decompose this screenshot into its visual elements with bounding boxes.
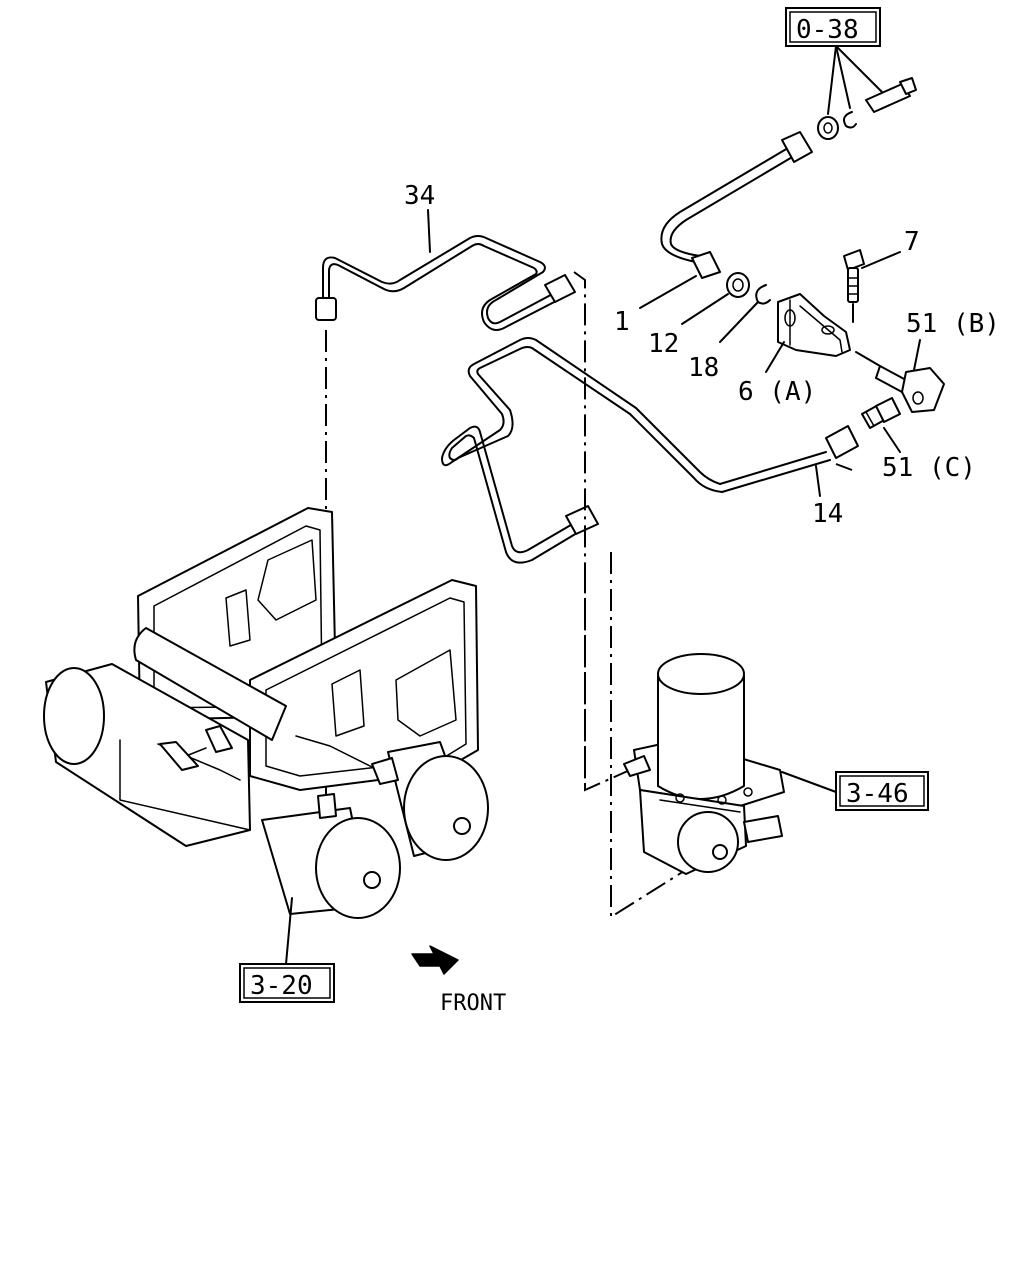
reference-3-46: 3-46 bbox=[835, 771, 929, 811]
union-0-38 bbox=[865, 83, 911, 113]
pipe-34-upper-nut bbox=[544, 274, 576, 303]
callout-51c: 51 (C) bbox=[882, 453, 976, 483]
washer-12 bbox=[726, 272, 750, 298]
callout-18: 18 bbox=[688, 353, 719, 383]
callout-51b: 51 (B) bbox=[906, 309, 1000, 339]
leader-3-20 bbox=[285, 897, 293, 965]
pipe-34-lower-nut bbox=[315, 297, 337, 321]
front-direction-indicator: FRONT bbox=[411, 945, 506, 1016]
callout-6a: 6 (A) bbox=[738, 377, 816, 407]
callout-34: 34 bbox=[404, 181, 435, 211]
callout-1: 1 bbox=[614, 307, 630, 337]
pipe-1 bbox=[660, 131, 813, 279]
reference-3-20: 3-20 bbox=[239, 963, 335, 1003]
clip-0-38 bbox=[843, 111, 857, 129]
front-arrow-icon bbox=[411, 945, 459, 975]
pipe-1-upper-nut bbox=[781, 131, 813, 163]
pipe-14-lower-nut bbox=[565, 505, 599, 535]
connector-51b bbox=[855, 351, 945, 413]
callout-12: 12 bbox=[648, 329, 679, 359]
leader-3-46 bbox=[781, 771, 837, 793]
bracket-6a bbox=[777, 293, 851, 357]
pipe-34 bbox=[315, 235, 576, 331]
reference-0-38-label: 0-38 bbox=[796, 15, 859, 45]
valve-assembly-3-20 bbox=[43, 507, 489, 919]
callout-7: 7 bbox=[904, 227, 920, 257]
air-dryer-3-46 bbox=[623, 653, 785, 875]
bolt-7 bbox=[843, 249, 865, 323]
clip-18 bbox=[755, 284, 771, 305]
cylinder-left bbox=[261, 807, 401, 919]
fitting-0-38-set bbox=[817, 45, 917, 140]
cylinder-right bbox=[387, 741, 489, 861]
reference-0-38: 0-38 bbox=[785, 7, 881, 47]
washer-0-38 bbox=[817, 116, 839, 140]
callout-14: 14 bbox=[812, 499, 843, 529]
pipe-1-lower-nut bbox=[691, 251, 721, 279]
callout-leaders bbox=[427, 209, 921, 497]
connector-51c bbox=[861, 397, 901, 429]
pipe-14 bbox=[441, 337, 859, 564]
reference-3-46-label: 3-46 bbox=[846, 779, 909, 809]
front-label: FRONT bbox=[440, 991, 506, 1016]
pipe-14-upper-nut bbox=[825, 425, 859, 459]
reference-3-20-label: 3-20 bbox=[250, 971, 313, 1001]
